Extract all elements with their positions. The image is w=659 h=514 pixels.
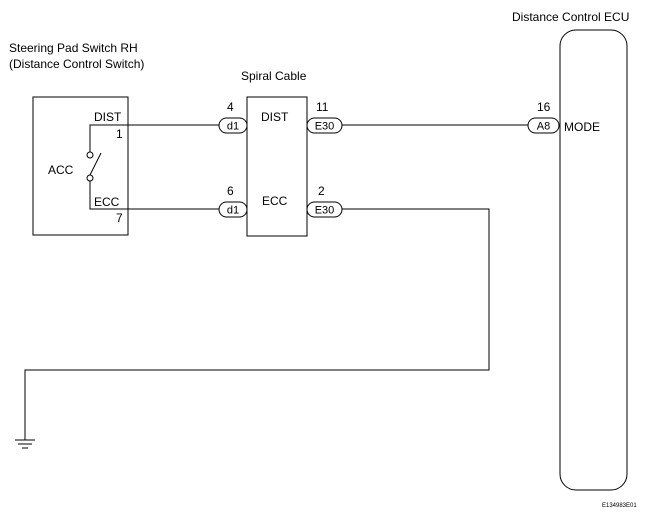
connector-e30-ecc	[306, 201, 343, 218]
connector-d1-dist	[218, 117, 248, 134]
switch-ecc-label: ECC	[94, 195, 120, 209]
connector-a8-label: A8	[537, 121, 550, 133]
connector-d1-ecc-label: d1	[227, 205, 239, 217]
pin-6: 6	[227, 184, 234, 198]
acc-switch-contact	[86, 124, 128, 210]
figure-id: E134983E01	[602, 503, 637, 509]
pin-11: 11	[316, 100, 329, 114]
spiral-cable-title: Spiral Cable	[241, 69, 307, 83]
connector-e30-ecc-label: E30	[315, 205, 335, 217]
ground-icon	[15, 439, 35, 449]
spiral-dist-label: DIST	[261, 110, 289, 124]
connector-d1-ecc	[218, 201, 248, 218]
switch-ecc-pin: 7	[116, 211, 123, 225]
switch-box	[32, 96, 129, 236]
connector-e30-dist-label: E30	[315, 121, 335, 133]
connector-a8-mode	[527, 117, 560, 134]
spiral-ecc-label: ECC	[262, 194, 288, 208]
switch-acc-label: ACC	[48, 163, 74, 177]
ecu-title: Distance Control ECU	[512, 10, 629, 24]
connector-d1-dist-label: d1	[227, 121, 239, 133]
ecu-mode-label: MODE	[564, 120, 600, 134]
switch-title-line2: (Distance Control Switch)	[9, 57, 144, 71]
spiral-cable-box	[246, 96, 308, 237]
ecu-box	[559, 29, 628, 491]
wire-ecc-to-ground	[24, 208, 490, 440]
pin-2: 2	[318, 184, 325, 198]
pin-16: 16	[537, 100, 551, 114]
switch-title-line1: Steering Pad Switch RH	[9, 41, 138, 55]
switch-dist-label: DIST	[94, 110, 122, 124]
pin-4: 4	[227, 100, 234, 114]
connector-e30-dist	[306, 117, 343, 134]
switch-dist-pin: 1	[116, 127, 123, 141]
